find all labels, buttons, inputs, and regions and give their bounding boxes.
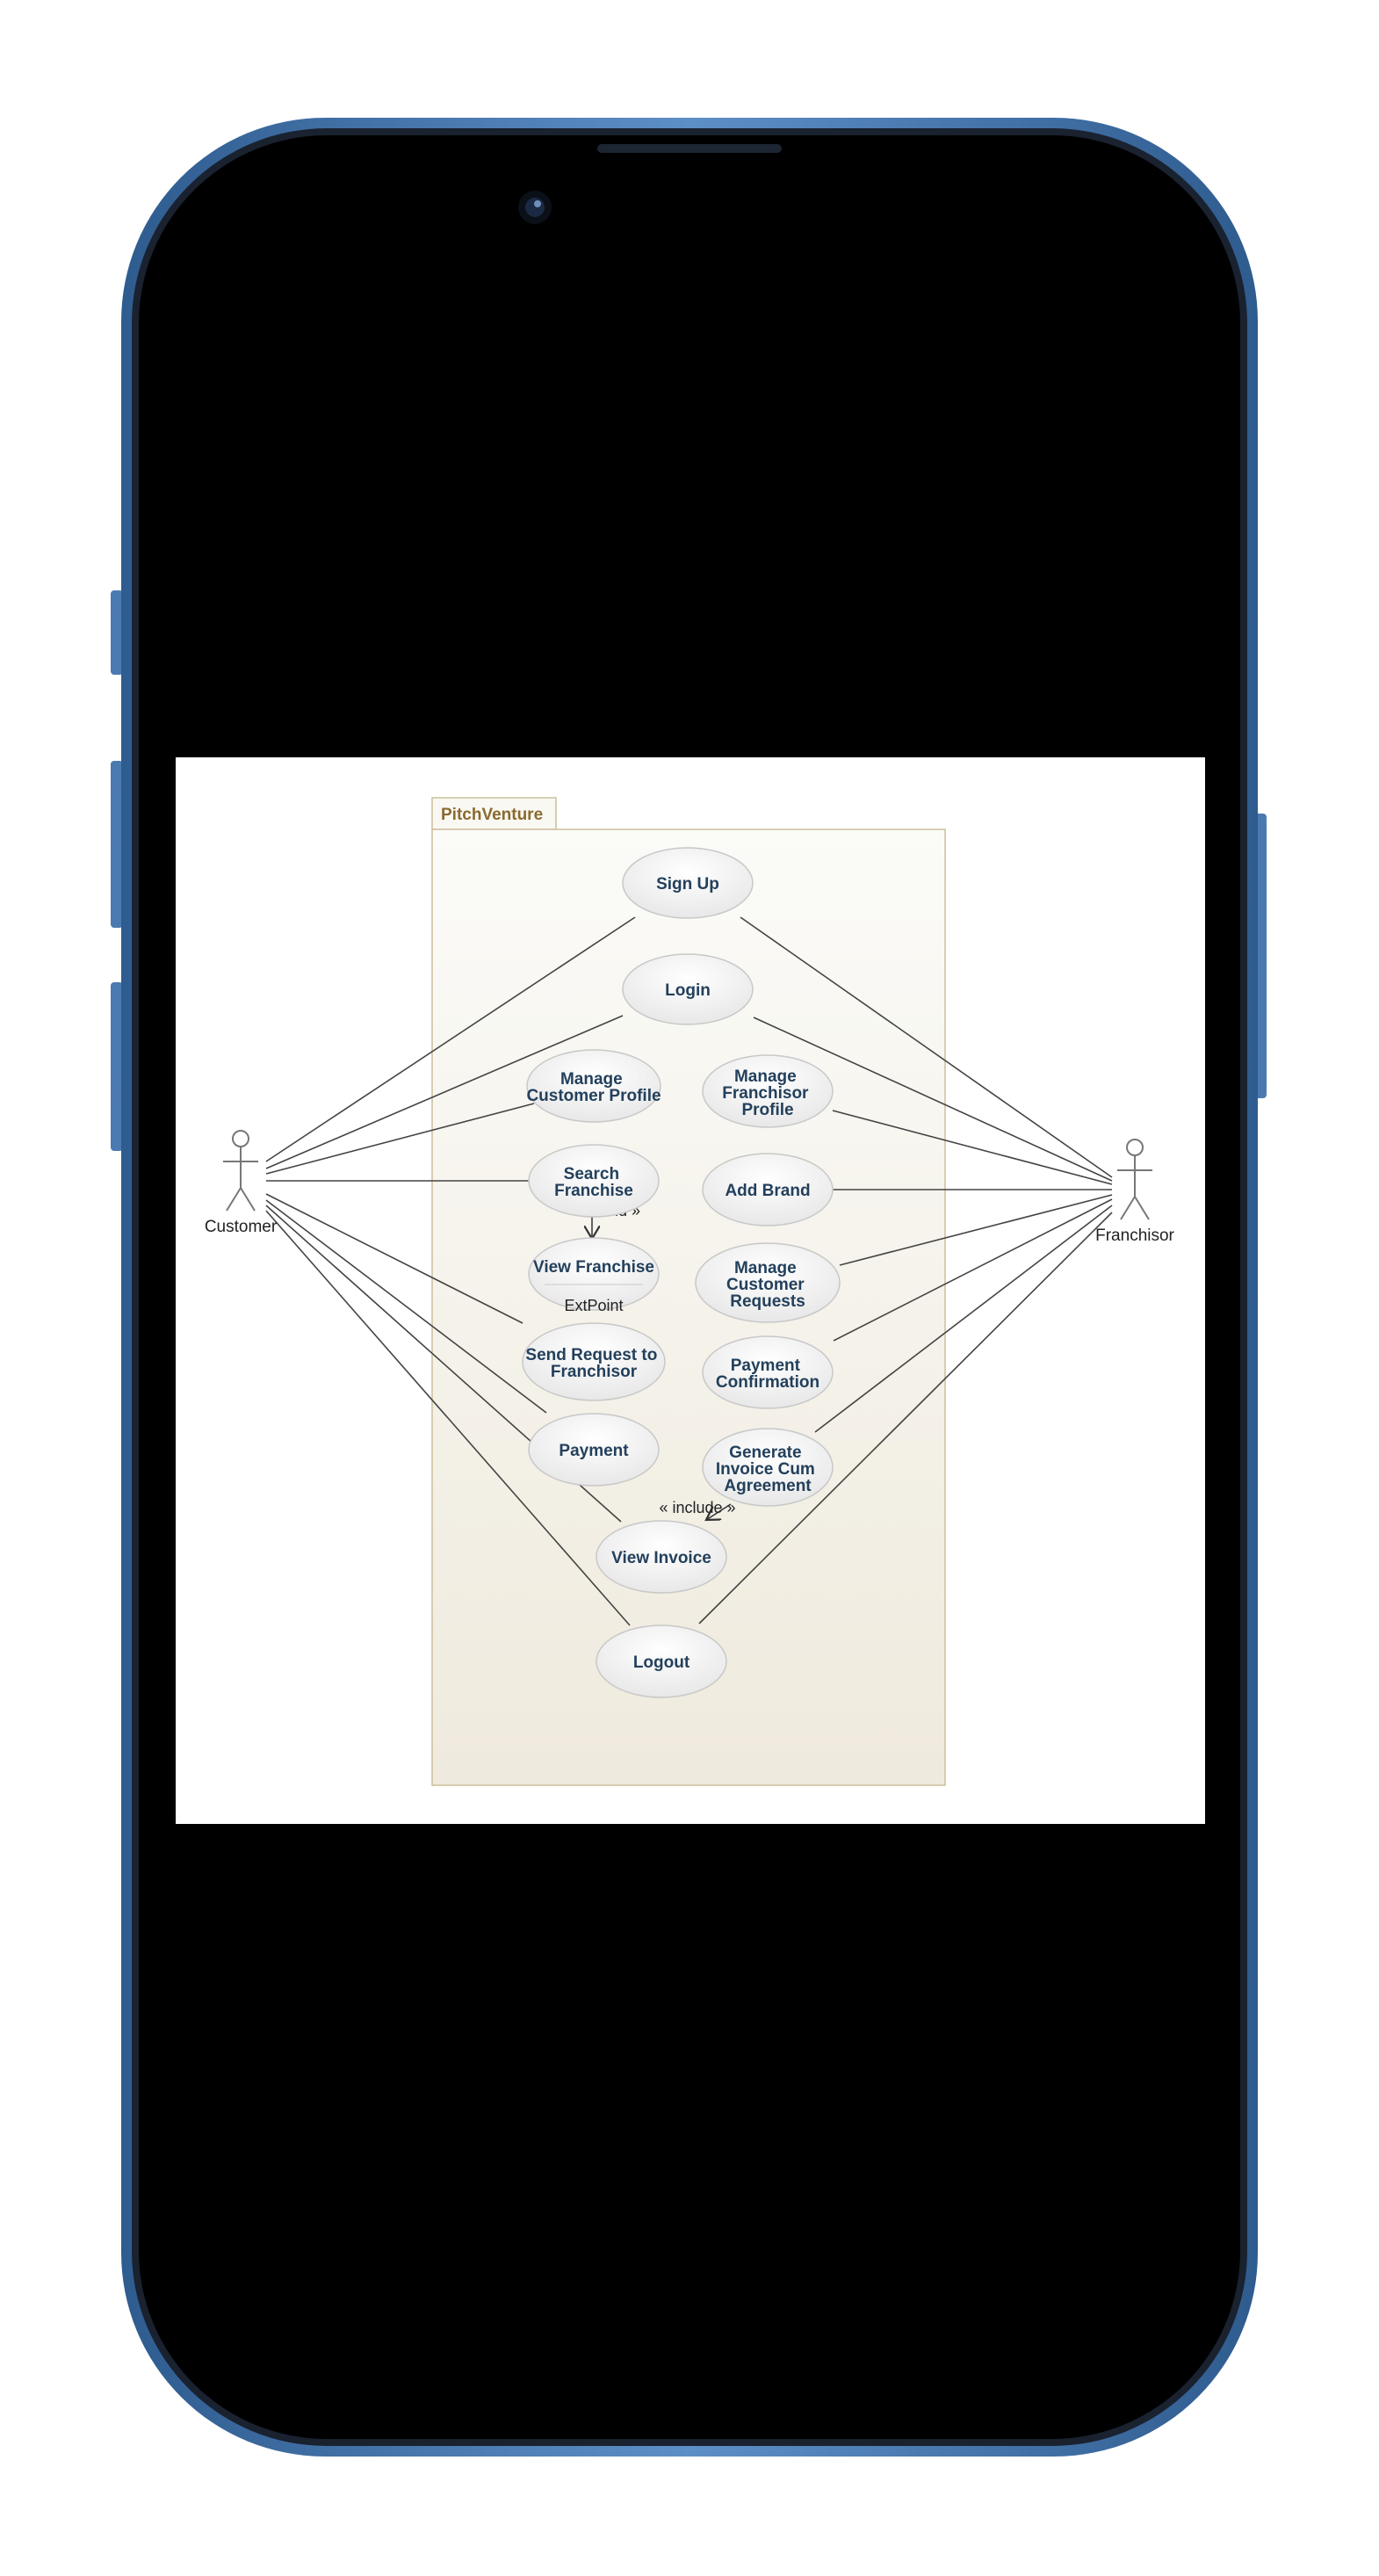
use-case-generate-invoice[interactable]: Generate Invoice Cum Agreement [702,1428,834,1507]
assoc-franchisor-signup [740,916,1113,1178]
assoc-customer-manage-profile [265,1103,535,1175]
use-case-label: Add Brand [725,1182,810,1200]
svg-text:Payment Confirmation: Payment Confirmation [716,1357,819,1392]
use-case-label: Login [665,981,711,1000]
use-case-manage-customer-profile[interactable]: Manage Customer Profile [526,1049,661,1123]
use-case-login[interactable]: Login [622,953,754,1025]
svg-text:Payment: Payment [559,1442,629,1460]
use-case-label: Payment [731,1357,801,1375]
use-case-label: Franchisor [722,1084,809,1103]
use-case-label: Manage [734,1259,797,1277]
system-name: PitchVenture [441,806,543,824]
use-case-label: Customer [726,1276,805,1294]
assoc-franchisor-logout [698,1212,1113,1624]
svg-text:Login: Login [665,981,711,1000]
svg-text:Manage Customer: Manage Customer Requests [726,1259,809,1311]
use-case-payment[interactable]: Payment [528,1413,660,1487]
actor-customer[interactable]: Customer [205,1130,278,1236]
stick-figure-icon [1117,1139,1152,1220]
assoc-customer-send-request [265,1193,523,1324]
svg-text:Logout: Logout [633,1653,690,1672]
assoc-franchisor-payment-confirmation [833,1198,1113,1342]
svg-text:Manage Franchisor: Manage Franchisor Profile [722,1067,812,1119]
use-case-payment-confirmation[interactable]: Payment Confirmation [702,1335,834,1409]
use-case-label: Agreement [724,1477,812,1495]
use-case-view-franchise[interactable]: View Franchise ExtPoint [528,1237,660,1314]
use-case-label: Send Request to [525,1346,657,1364]
use-case-label: Invoice Cum [716,1460,815,1479]
svg-text:View Franchise: View Franchise [533,1258,654,1277]
mute-switch[interactable] [111,590,123,675]
use-case-label: Customer Profile [526,1087,661,1105]
diagram-viewport: PitchVenture « extend [176,757,1205,1824]
use-case-search-franchise[interactable]: Search Franchise [528,1144,660,1218]
use-case-logout[interactable]: Logout [596,1624,727,1698]
use-case-label: Search [564,1165,619,1183]
actor-customer-label: Customer [205,1218,278,1236]
volume-down-button[interactable] [111,982,123,1151]
use-case-manage-customer-requests[interactable]: Manage Customer Requests [695,1242,841,1323]
earpiece-speaker [597,144,782,153]
use-case-label: Sign Up [656,875,719,894]
use-case-label: Franchisor [551,1363,638,1381]
actor-franchisor-label: Franchisor [1095,1226,1174,1245]
use-case-label: Franchise [554,1182,633,1200]
extension-point: ExtPoint [564,1297,623,1314]
assoc-customer-login [265,1015,624,1169]
svg-text:View Invoice: View Invoice [611,1549,711,1567]
front-camera-icon [518,191,552,224]
use-case-view-invoice[interactable]: View Invoice [596,1520,727,1594]
use-case-label: Profile [741,1101,793,1119]
assoc-franchisor-requests [839,1194,1113,1266]
svg-text:Sign Up: Sign Up [656,875,719,894]
assoc-franchisor-generate-invoice [814,1205,1113,1433]
svg-text:Generate Invoice Cum: Generate Invoice Cum Agreement [716,1444,819,1495]
use-case-send-request-to-franchisor[interactable]: Send Request to Franchisor [522,1322,666,1401]
use-case-label: Logout [633,1653,690,1672]
svg-text:Add Brand: Add Brand [725,1182,810,1200]
use-case-label: Payment [559,1442,629,1460]
assoc-customer-signup [265,916,636,1162]
actor-franchisor[interactable]: Franchisor [1095,1139,1175,1245]
svg-text:Search Franchise: Search Franchise [554,1165,633,1200]
associations [265,916,1113,1626]
svg-text:Send Request to Franch: Send Request to Franchisor [525,1346,661,1381]
use-case-label: Generate [729,1444,801,1462]
include-label: « include » [659,1499,735,1516]
use-case-label: Requests [730,1292,805,1311]
system-tab [431,797,557,830]
use-case-label: Manage [734,1067,797,1086]
volume-up-button[interactable] [111,761,123,928]
assoc-customer-logout [265,1210,631,1626]
stick-figure-icon [223,1130,258,1212]
assoc-customer-payment [265,1199,547,1414]
use-case-label: View Franchise [533,1258,654,1277]
use-case-sign-up[interactable]: Sign Up [622,847,754,919]
use-case-manage-franchisor-profile[interactable]: Manage Franchisor Profile [702,1054,834,1128]
svg-text:Manage Customer Profil: Manage Customer Profile [526,1070,661,1105]
assoc-franchisor-login [753,1017,1113,1182]
use-case-label: Confirmation [716,1373,819,1392]
include-relation: « include » [659,1499,736,1520]
use-case-diagram: PitchVenture « extend [205,797,1175,1786]
use-case-label: View Invoice [611,1549,711,1567]
assoc-franchisor-manage-profile [832,1110,1113,1185]
use-case-label: Manage [560,1070,623,1089]
use-case-add-brand[interactable]: Add Brand [702,1153,834,1226]
